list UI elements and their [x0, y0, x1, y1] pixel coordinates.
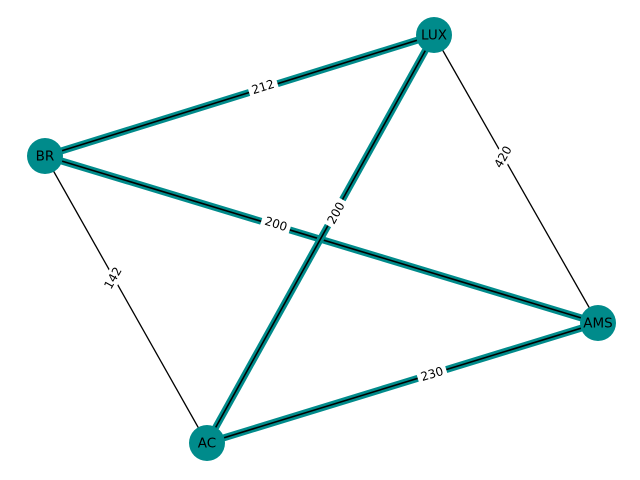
- edge-label-br-ac: 142: [99, 261, 127, 295]
- node-ac[interactable]: AC: [189, 425, 225, 461]
- node-br[interactable]: BR: [27, 138, 63, 174]
- edge-label-lux-ams: 420: [489, 140, 517, 174]
- edge-label-br-ams: 200: [259, 212, 293, 236]
- edge-br-ac[interactable]: [44, 155, 208, 444]
- node-ams-circle: [580, 305, 616, 341]
- node-ams[interactable]: AMS: [580, 305, 616, 341]
- node-lux-circle: [416, 17, 452, 53]
- edge-label-br-ams-text: 200: [263, 214, 289, 234]
- edge-label-br-lux-bg: [246, 75, 280, 99]
- node-ac-circle: [189, 425, 225, 461]
- node-lux-label: LUX: [421, 28, 447, 44]
- edge-br-ac-core: [44, 155, 208, 444]
- edge-lux-ac-core: [206, 34, 435, 444]
- edge-label-br-lux: 212: [246, 75, 280, 99]
- edge-label-ac-ams-bg: [415, 362, 449, 386]
- edge-label-lux-ams-bg: [489, 140, 517, 174]
- nodes-layer: BR LUX AMS AC: [27, 17, 616, 461]
- edge-ac-ams[interactable]: [205, 319, 600, 447]
- node-ac-label: AC: [198, 436, 216, 452]
- edge-lux-ams-core: [433, 34, 599, 324]
- edges-layer: [43, 31, 600, 447]
- edge-br-lux-core: [44, 34, 435, 157]
- edge-lux-ac[interactable]: [203, 33, 438, 445]
- node-lux[interactable]: LUX: [416, 17, 452, 53]
- edge-label-lux-ac: 200: [322, 196, 350, 230]
- edge-label-lux-ac-bg: [322, 196, 350, 230]
- edge-label-br-ams-bg: [259, 212, 293, 236]
- node-br-circle: [27, 138, 63, 174]
- edge-labels-layer: 212 200 200 230 420 142: [99, 75, 517, 386]
- edge-label-ac-ams: 230: [415, 362, 449, 386]
- edge-br-lux[interactable]: [43, 31, 436, 160]
- edge-lux-ams[interactable]: [433, 34, 599, 324]
- node-br-label: BR: [36, 149, 55, 165]
- node-ams-label: AMS: [583, 316, 612, 332]
- edge-label-br-ac-bg: [99, 261, 127, 295]
- edge-label-ac-ams-text: 230: [419, 364, 445, 384]
- edge-ac-ams-core: [206, 322, 599, 444]
- edge-label-br-lux-text: 212: [250, 77, 276, 97]
